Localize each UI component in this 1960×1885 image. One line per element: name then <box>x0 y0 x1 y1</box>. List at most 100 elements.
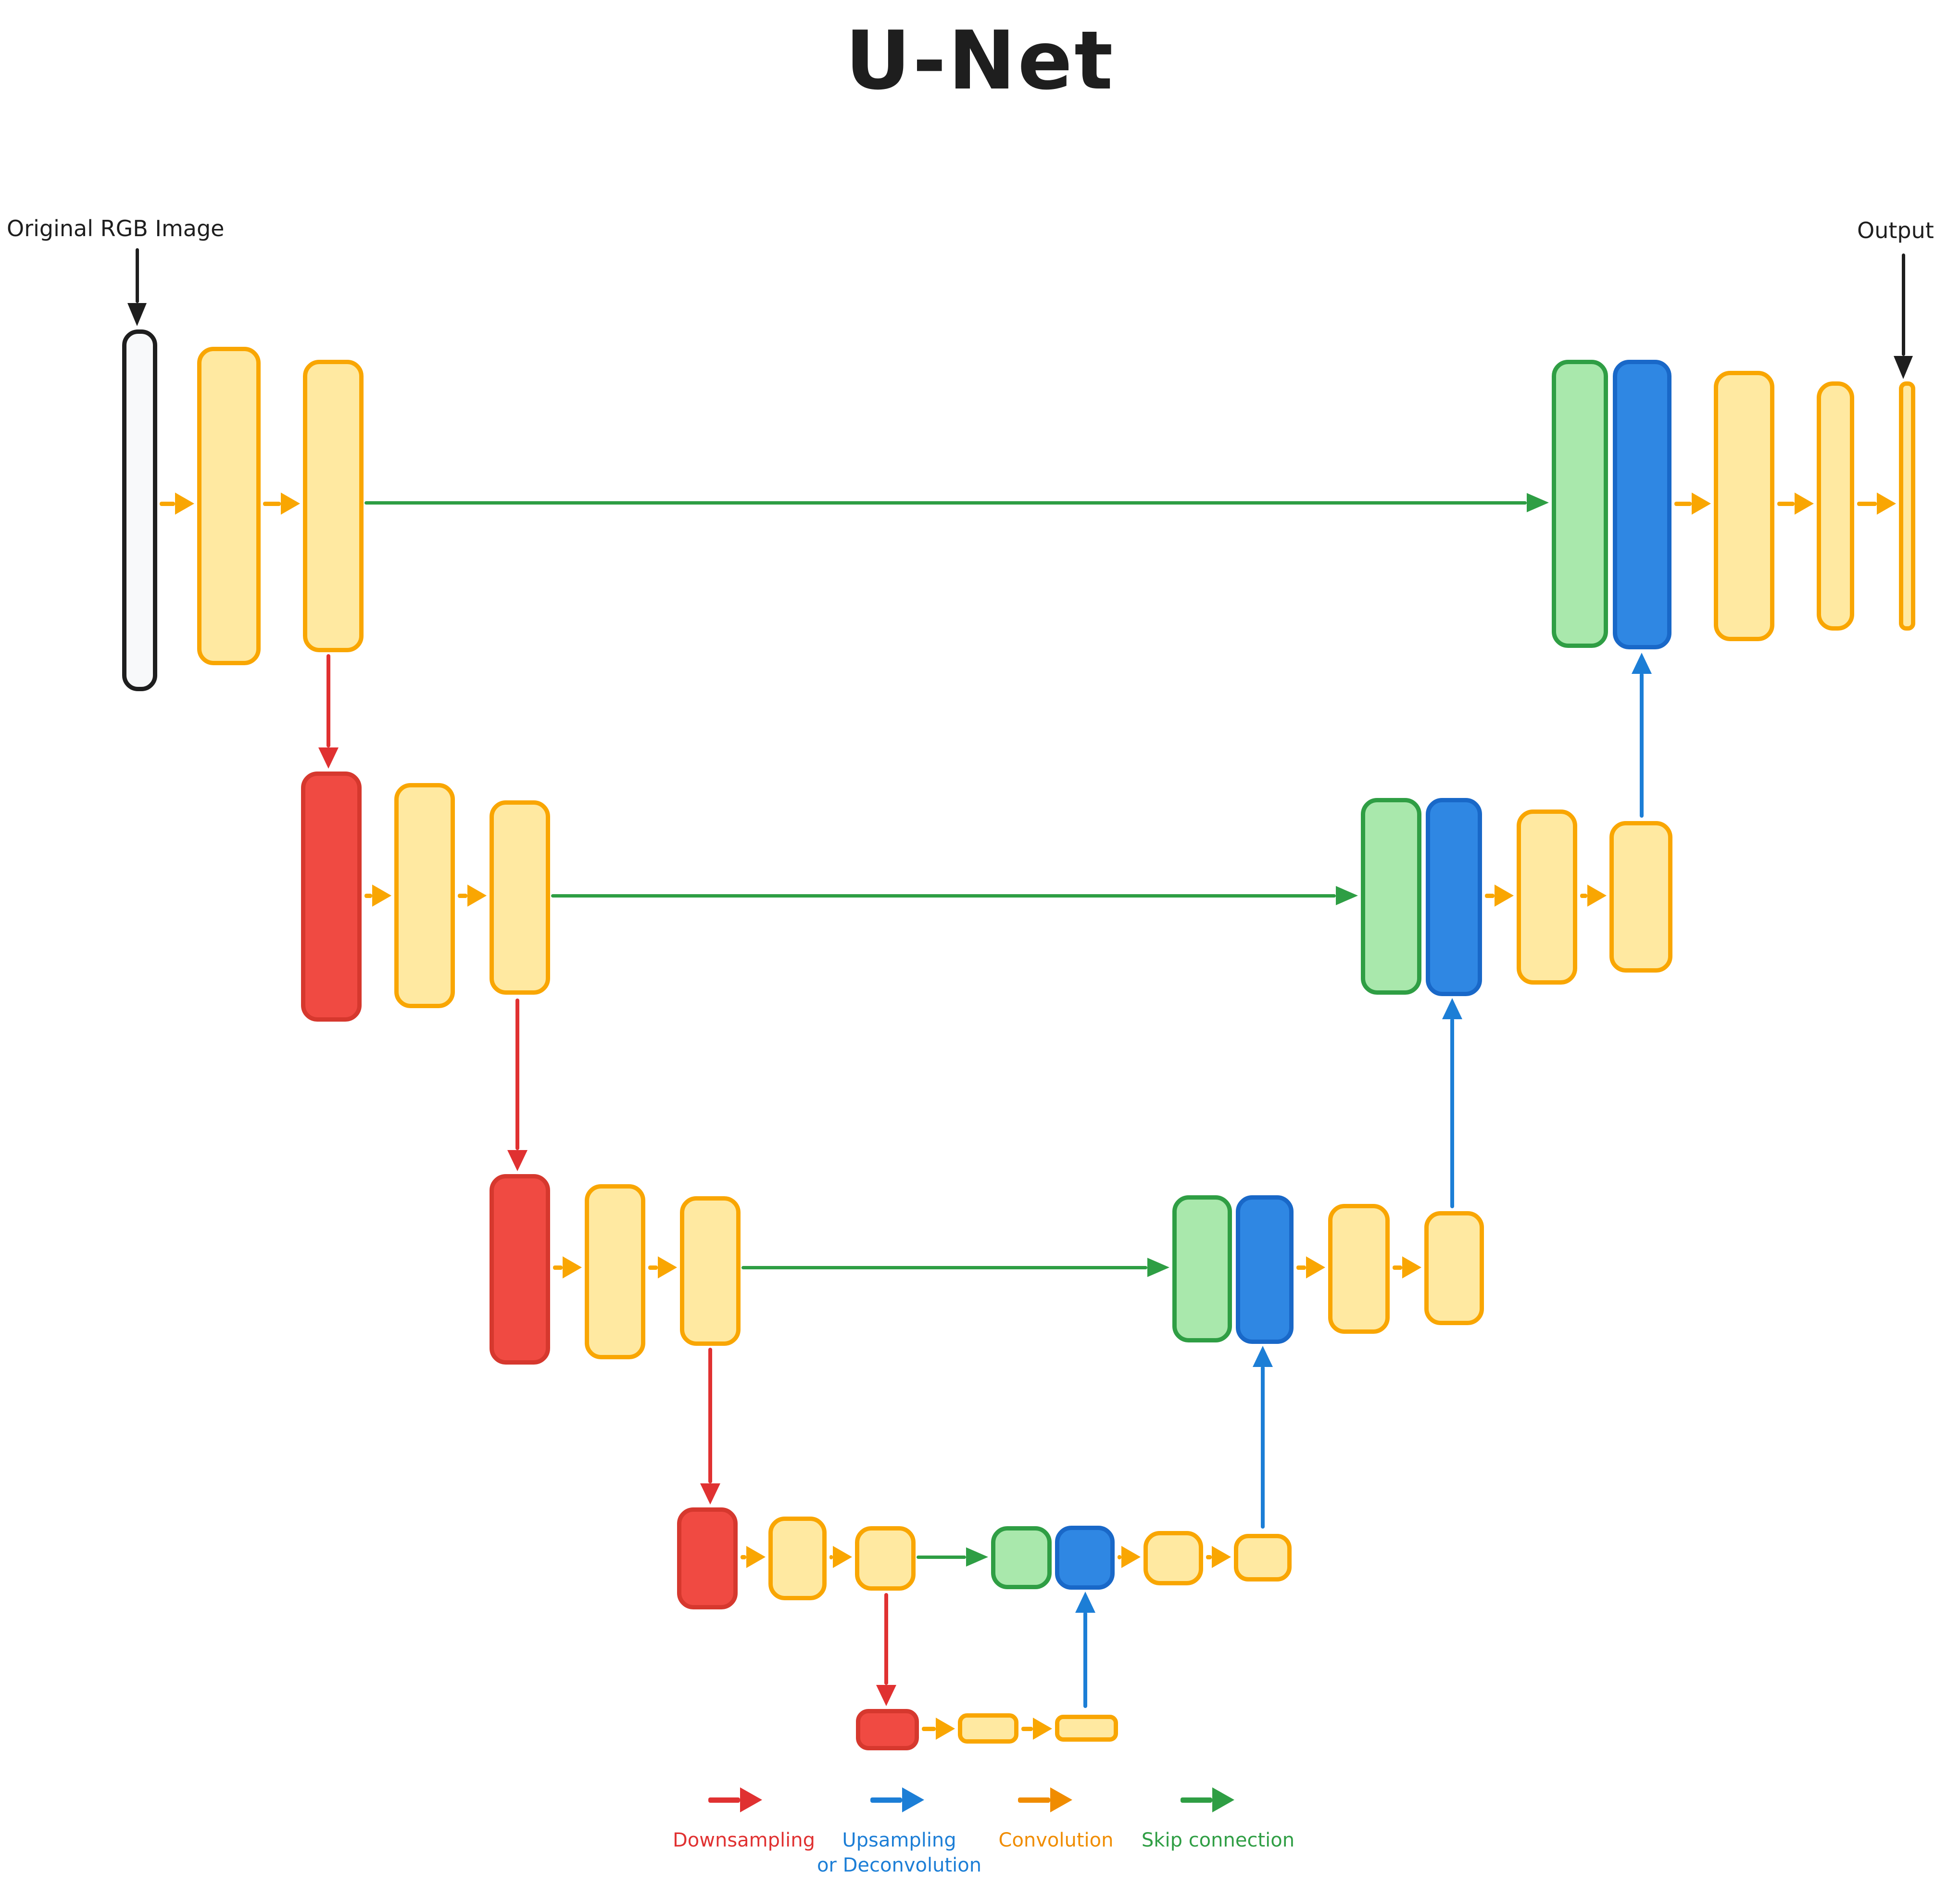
convolution-arrow-head <box>936 1718 955 1740</box>
annotation-arrow-line <box>1901 253 1905 356</box>
skip-connection-arrow-head <box>1527 493 1549 512</box>
annotation-arrow-line <box>135 248 139 303</box>
convolution-arrow-line <box>648 1265 658 1270</box>
upsampling-arrow-head <box>1632 653 1652 674</box>
convolution-block <box>1424 1211 1484 1325</box>
diagram-title: U-Net <box>845 13 1115 108</box>
upsample-block <box>1426 798 1482 996</box>
downsample-block <box>301 772 362 1022</box>
convolution-arrow-head <box>833 1546 852 1568</box>
convolution-arrow-head <box>563 1256 582 1278</box>
convolution-block <box>1055 1715 1118 1742</box>
convolution-block <box>855 1526 916 1591</box>
upsampling-arrow-head <box>1075 1592 1095 1613</box>
annotation-arrow-head <box>1894 356 1913 379</box>
skip-concat-block <box>991 1526 1052 1589</box>
convolution-arrow-line <box>364 893 372 898</box>
downsample-block <box>490 1174 550 1365</box>
downsampling-arrow-line <box>884 1593 888 1685</box>
convolution-block <box>1609 821 1672 973</box>
upsampling-arrow-head <box>1253 1346 1273 1367</box>
skip-concat-block <box>1172 1195 1232 1342</box>
convolution-block <box>490 800 550 995</box>
convolution-block <box>1143 1531 1203 1585</box>
convolution-arrow-line <box>741 1555 746 1559</box>
downsampling-arrow-head <box>318 747 339 769</box>
skip-connection-arrow-head <box>1147 1258 1169 1277</box>
legend-upsampling-arrow-head <box>902 1787 924 1812</box>
skip-connection-arrow-line <box>741 1265 1147 1269</box>
skip-concat-block <box>1552 360 1608 648</box>
legend-convolution-arrow-line <box>1018 1797 1050 1803</box>
convolution-block <box>768 1517 827 1600</box>
convolution-arrow-head <box>746 1546 766 1568</box>
convolution-block <box>1714 371 1774 641</box>
legend-skip-connection-arrow-head <box>1212 1787 1234 1812</box>
legend-label-convolution: Convolution <box>998 1829 1114 1851</box>
upsampling-arrow-line <box>1261 1366 1265 1529</box>
convolution-arrow-head <box>1402 1256 1421 1278</box>
convolution-arrow-line <box>1206 1555 1212 1559</box>
legend-label-skip-connection: Skip connection <box>1141 1829 1295 1851</box>
legend-label-downsampling: Downsampling <box>672 1829 816 1851</box>
legend-convolution-arrow-head <box>1050 1787 1072 1812</box>
output-label: Output <box>1857 217 1934 243</box>
input-image-block <box>122 329 157 691</box>
downsampling-arrow-line <box>708 1348 712 1483</box>
convolution-block <box>1517 810 1577 985</box>
skip-connection-arrow-line <box>917 1555 966 1559</box>
convolution-arrow-head <box>372 885 391 907</box>
downsample-block <box>677 1507 738 1609</box>
convolution-block <box>394 783 455 1008</box>
skip-connection-arrow-head <box>1336 886 1358 905</box>
convolution-arrow-line <box>160 501 175 506</box>
downsampling-arrow-line <box>327 654 330 747</box>
annotation-arrow-head <box>127 303 147 326</box>
legend-downsampling-arrow-head <box>740 1787 762 1812</box>
convolution-arrow-head <box>1033 1718 1052 1740</box>
upsampling-arrow-line <box>1083 1612 1087 1708</box>
output-block <box>1899 381 1915 631</box>
convolution-arrow-line <box>1021 1726 1033 1731</box>
convolution-block <box>1328 1204 1390 1334</box>
convolution-arrow-head <box>658 1256 677 1278</box>
upsample-block <box>1613 360 1671 649</box>
convolution-block <box>197 347 261 665</box>
legend-upsampling-arrow-line <box>870 1797 902 1803</box>
convolution-arrow-line <box>1393 1265 1402 1270</box>
convolution-arrow-head <box>1692 493 1711 515</box>
skip-concat-block <box>1361 798 1421 995</box>
downsampling-arrow-head <box>507 1150 528 1171</box>
convolution-arrow-line <box>1296 1265 1306 1270</box>
convolution-arrow-head <box>1121 1546 1141 1568</box>
legend-skip-connection-arrow-line <box>1181 1797 1212 1803</box>
upsampling-arrow-line <box>1640 673 1644 818</box>
convolution-arrow-line <box>1777 501 1795 506</box>
convolution-arrow-head <box>175 493 194 515</box>
convolution-block <box>958 1713 1018 1744</box>
convolution-arrow-head <box>1587 885 1607 907</box>
convolution-arrow-line <box>263 501 281 506</box>
upsampling-arrow-line <box>1450 1018 1454 1208</box>
convolution-arrow-line <box>829 1555 833 1559</box>
skip-connection-arrow-line <box>551 894 1336 898</box>
skip-connection-arrow-line <box>364 501 1527 505</box>
convolution-arrow-head <box>467 885 487 907</box>
legend-downsampling-arrow-line <box>708 1797 740 1803</box>
convolution-arrow-line <box>458 893 467 898</box>
convolution-block <box>1817 381 1854 631</box>
convolution-arrow-line <box>922 1726 936 1731</box>
convolution-arrow-head <box>281 493 300 515</box>
convolution-arrow-line <box>1118 1555 1121 1559</box>
downsampling-arrow-head <box>700 1483 720 1505</box>
convolution-block <box>303 360 364 652</box>
upsample-block <box>1055 1526 1115 1590</box>
convolution-arrow-line <box>1580 893 1587 898</box>
downsampling-arrow-line <box>515 999 519 1150</box>
input-image-label: Original RGB Image <box>7 215 225 241</box>
convolution-block <box>680 1196 741 1346</box>
upsample-block <box>1236 1195 1294 1344</box>
convolution-arrow-head <box>1212 1546 1231 1568</box>
convolution-arrow-line <box>1485 893 1495 898</box>
